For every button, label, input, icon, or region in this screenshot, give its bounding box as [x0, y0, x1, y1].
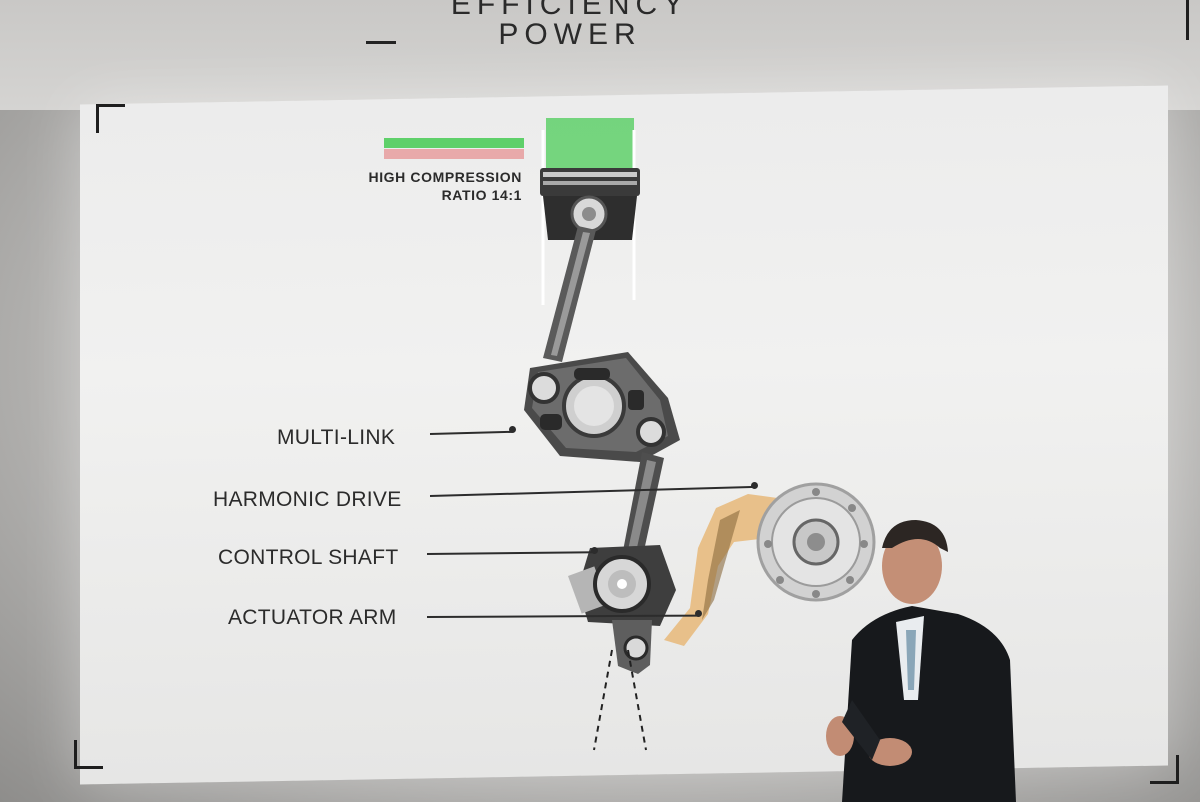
axis-dashed-lines: [593, 649, 647, 751]
compression-bar-high: [384, 138, 524, 148]
leader-dot-harmonic-drive: [751, 482, 758, 489]
presenter-figure: [826, 520, 1016, 802]
frame-corner-bottom-left: [74, 740, 103, 769]
connecting-rod-icon: [543, 226, 596, 362]
frame-corner-top-left: [96, 104, 125, 133]
frame-corner-top-right: [1160, 0, 1189, 40]
piston-icon: [540, 168, 640, 240]
frame-corner-bottom-right: [1150, 755, 1179, 784]
top-title-line2: POWER: [498, 18, 642, 51]
label-control-shaft: CONTROL SHAFT: [218, 546, 399, 569]
harmonic-drive-icon: [756, 482, 876, 602]
top-title: EFFICIENCY POWER: [440, 0, 700, 50]
label-harmonic-drive: HARMONIC DRIVE: [213, 488, 402, 511]
label-multi-link: MULTI-LINK: [277, 426, 396, 449]
top-title-line1: EFFICIENCY: [450, 0, 690, 21]
control-shaft-icon: [568, 545, 676, 674]
leader-dot-control-shaft: [591, 547, 598, 554]
lower-link-icon: [622, 452, 664, 560]
leader-dot-multi-link: [509, 426, 516, 433]
compression-bar-low: [384, 149, 524, 159]
label-actuator-arm: ACTUATOR ARM: [228, 606, 397, 629]
title-dash: [366, 41, 396, 44]
compression-ratio-caption: HIGH COMPRESSION RATIO 14:1: [368, 168, 522, 204]
leader-dot-actuator-arm: [695, 610, 702, 617]
compression-line1: HIGH COMPRESSION: [368, 169, 522, 185]
multi-link-icon: [524, 352, 680, 462]
compression-line2: RATIO 14:1: [441, 187, 522, 203]
